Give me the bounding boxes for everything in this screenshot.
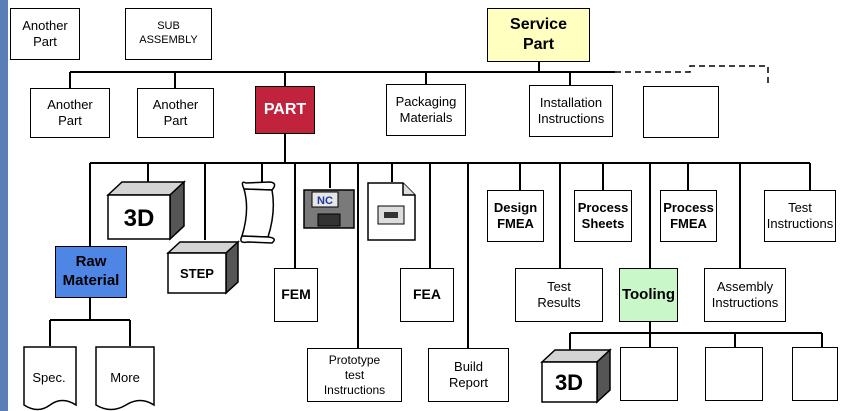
part-box: PART bbox=[255, 86, 315, 134]
top-another-part-box: Another Part bbox=[10, 8, 80, 60]
another-part-2-label: Another Part bbox=[152, 96, 199, 128]
design-fmea-box: Design FMEA bbox=[487, 190, 544, 242]
prototype-test-instructions-box: Prototype test Instructions bbox=[307, 348, 402, 402]
fem-box: FEM bbox=[274, 268, 318, 322]
another-part-box-2: Another Part bbox=[137, 88, 214, 138]
top-another-part-label: Another Part bbox=[22, 17, 68, 49]
tooling-blank-box-3 bbox=[792, 347, 838, 401]
packaging-materials-box: Packaging Materials bbox=[386, 84, 466, 136]
another-part-box-1: Another Part bbox=[30, 88, 110, 138]
build-report-label: Build Report bbox=[448, 358, 489, 390]
packaging-materials-label: Packaging Materials bbox=[395, 93, 457, 125]
fea-box: FEA bbox=[400, 268, 454, 322]
step-label: STEP bbox=[180, 266, 214, 281]
more-document-icon: More bbox=[95, 346, 155, 411]
process-sheets-label: Process Sheets bbox=[577, 199, 629, 231]
test-instructions-label: Test Instructions bbox=[766, 199, 834, 231]
floppy-disk-icon: NC bbox=[303, 189, 355, 229]
assembly-instructions-box: Assembly Instructions bbox=[704, 268, 786, 322]
sub-assembly-label: SUB ASSEMBLY bbox=[139, 20, 198, 46]
tooling-blank-box-2 bbox=[705, 347, 763, 401]
service-part-box: Service Part bbox=[487, 8, 590, 62]
left-accent-stripe bbox=[0, 0, 8, 411]
tooling-box: Tooling bbox=[619, 268, 678, 322]
raw-material-label: Raw Material bbox=[62, 253, 120, 289]
installation-instructions-label: Installation Instructions bbox=[537, 94, 605, 126]
raw-material-box: Raw Material bbox=[55, 246, 127, 298]
process-fmea-label: Process FMEA bbox=[663, 199, 714, 231]
service-part-label: Service Part bbox=[510, 16, 567, 53]
step-cube-icon: STEP bbox=[166, 240, 240, 295]
tool-cube-3d-label: 3D bbox=[555, 370, 583, 395]
tooling-blank-box-1 bbox=[620, 347, 678, 401]
test-results-label: Test Results bbox=[537, 278, 581, 310]
cube-3d-label: 3D bbox=[124, 205, 155, 232]
process-fmea-box: Process FMEA bbox=[660, 190, 717, 242]
nc-label: NC bbox=[317, 195, 333, 207]
spec-label: Spec. bbox=[32, 370, 65, 385]
more-label: More bbox=[110, 370, 140, 385]
design-fmea-label: Design FMEA bbox=[493, 199, 538, 231]
test-results-box: Test Results bbox=[515, 268, 603, 322]
process-sheets-box: Process Sheets bbox=[574, 190, 632, 242]
test-instructions-box: Test Instructions bbox=[764, 190, 836, 242]
tooling-label: Tooling bbox=[621, 285, 676, 303]
tool-cube-3d-icon: 3D bbox=[540, 348, 612, 404]
document-icon bbox=[367, 182, 416, 241]
assembly-instructions-label: Assembly Instructions bbox=[711, 278, 779, 310]
part-label: PART bbox=[263, 101, 307, 118]
blank-box bbox=[643, 86, 719, 138]
fea-label: FEA bbox=[413, 286, 441, 303]
prototype-test-instructions-label: Prototype test Instructions bbox=[323, 352, 386, 397]
build-report-box: Build Report bbox=[428, 348, 509, 402]
installation-instructions-box: Installation Instructions bbox=[529, 85, 613, 137]
fem-label: FEM bbox=[281, 286, 311, 303]
spec-document-icon: Spec. bbox=[23, 346, 77, 411]
cube-3d-icon: 3D bbox=[106, 180, 186, 241]
another-part-1-label: Another Part bbox=[47, 96, 93, 128]
scroll-icon bbox=[240, 181, 276, 244]
sub-assembly-box: SUB ASSEMBLY bbox=[125, 8, 212, 60]
